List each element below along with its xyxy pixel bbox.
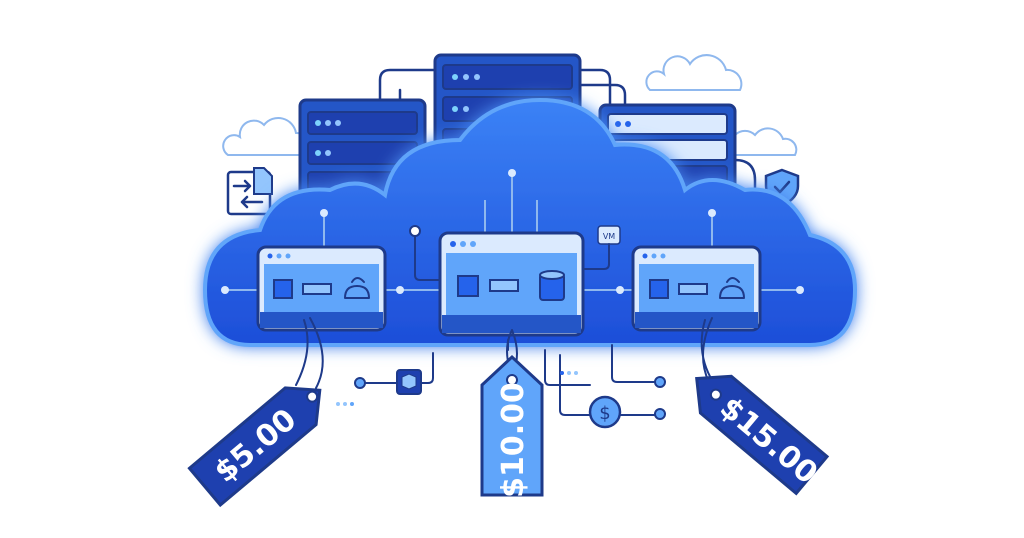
vm-instance-right	[631, 245, 762, 332]
price-tag-5: $5.00	[187, 317, 324, 508]
network-icon	[344, 277, 370, 299]
ram-icon	[302, 283, 332, 295]
price-tag-10: $10.00	[480, 329, 544, 498]
vm-instance-left	[256, 245, 387, 332]
cloud-icon	[729, 127, 798, 156]
database-icon	[539, 270, 565, 301]
ram-icon	[678, 283, 708, 295]
vm-badge: VM	[582, 225, 621, 270]
file-transfer-icon	[226, 167, 273, 216]
cube-icon	[336, 352, 434, 406]
dollar-icon: $	[507, 339, 666, 429]
price-label: $10.00	[496, 382, 531, 498]
dollar-symbol: $	[599, 403, 610, 424]
cpu-icon	[273, 279, 293, 299]
network-icon	[221, 169, 804, 294]
network-icon	[719, 277, 745, 299]
cpu-icon	[457, 275, 479, 297]
vm-instance-center	[438, 231, 585, 337]
cpu-icon	[649, 279, 669, 299]
vm-label: VM	[603, 232, 615, 241]
cloud-icon	[222, 117, 312, 156]
ram-icon	[489, 279, 519, 292]
cloud-icon	[645, 54, 743, 91]
